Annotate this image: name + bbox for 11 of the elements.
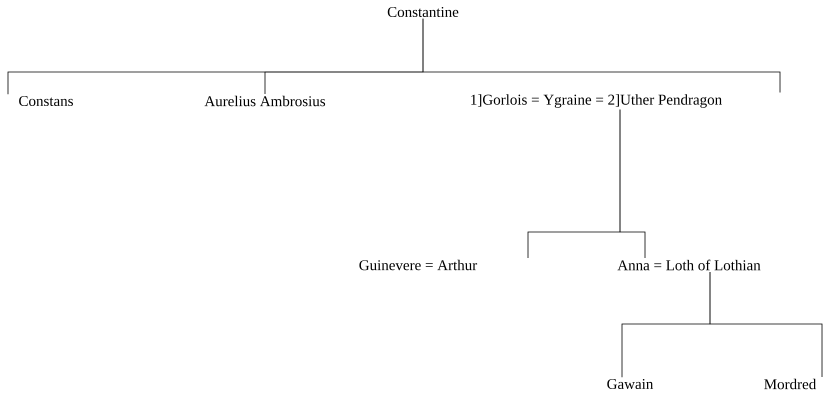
tree-line	[422, 18, 780, 93]
name-label: Guinevere = Arthur	[359, 260, 478, 270]
name-label: Gawain	[607, 378, 654, 390]
name-label: Constans	[19, 96, 73, 106]
name-label: Aurelius Ambrosius	[204, 96, 326, 106]
tree-line	[620, 109, 646, 258]
tree-line	[710, 272, 822, 378]
name-label: Mordred	[764, 378, 816, 390]
name-label: 1]Gorlois = Ygraine = 2]Uther Pendragon	[471, 94, 722, 108]
name-label: Anna = Loth of Lothian	[617, 260, 761, 270]
name-label: Constantine	[388, 6, 458, 18]
